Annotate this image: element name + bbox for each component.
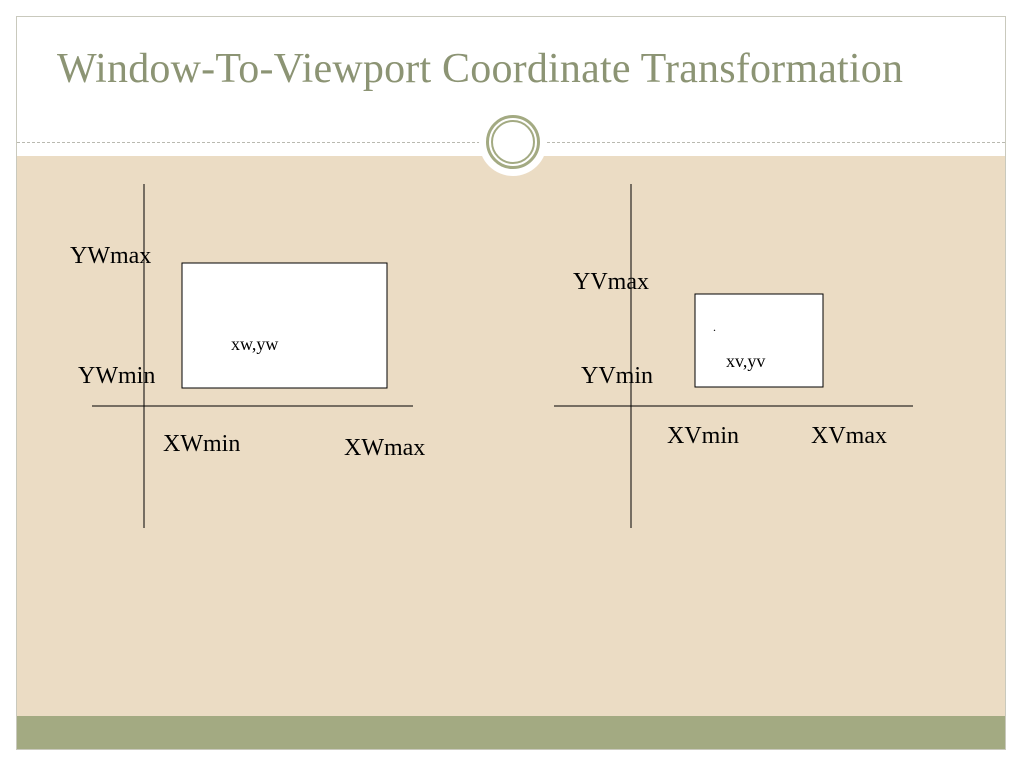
- viewport-point-label: xv,yv: [726, 351, 766, 371]
- xvmin-label: XVmin: [667, 423, 739, 449]
- circle-badge-inner: [491, 120, 535, 164]
- window-rectangle: [181, 262, 388, 389]
- content-panel: [17, 156, 1005, 716]
- slide-title: Window-To-Viewport Coordinate Transforma…: [57, 46, 904, 92]
- viewport-rectangle: [694, 293, 824, 388]
- xwmax-label: XWmax: [344, 435, 426, 461]
- yvmax-label: YVmax: [573, 269, 649, 295]
- footer-band: [17, 716, 1005, 749]
- ywmax-label: YWmax: [70, 243, 152, 269]
- xwmin-label: XWmin: [163, 431, 241, 457]
- viewport-point-marker: .: [713, 320, 716, 334]
- xvmax-label: XVmax: [811, 423, 887, 449]
- yvmin-label: YVmin: [581, 363, 653, 389]
- ywmin-label: YWmin: [78, 363, 156, 389]
- window-point-label: xw,yw: [231, 334, 279, 354]
